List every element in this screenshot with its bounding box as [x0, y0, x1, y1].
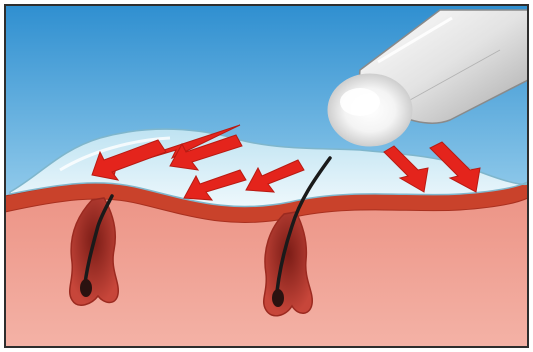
light-glow-icon [328, 74, 412, 146]
